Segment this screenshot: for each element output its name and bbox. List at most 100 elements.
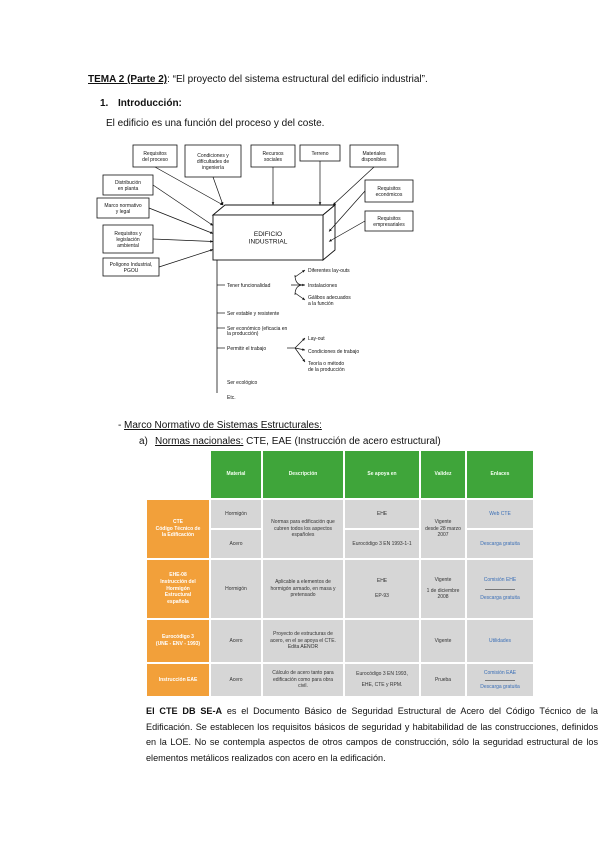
left-box-1-label: y legal <box>116 209 130 215</box>
title-text: : “El proyecto del sistema estructural d… <box>167 74 428 85</box>
link-comision-eae[interactable]: Comisión EAE <box>483 669 517 676</box>
norm-name-eae: Instrucción EAE <box>147 664 209 696</box>
left-box-2-label: legislación <box>116 237 140 243</box>
sub-label: Diferentes lay-outs <box>308 268 350 274</box>
top-box-2-label: Recursos <box>262 151 284 157</box>
top-box-4-label: Materiales <box>362 151 386 157</box>
paragraph-bold-lead: El CTE DB SE-A <box>146 706 223 716</box>
box-top-face <box>211 204 337 216</box>
diagram-arrow <box>294 347 306 363</box>
diagram-arrowhead <box>302 270 305 273</box>
left-box-2-label: ambiental <box>117 243 139 249</box>
diagram-arrowhead <box>220 202 223 205</box>
diagram-arrowhead <box>329 228 332 232</box>
diagram-arrow <box>152 238 214 242</box>
top-box-1-label: ingeniería <box>202 165 224 171</box>
diagram-arrowhead <box>329 239 332 242</box>
diagram-arrow <box>212 176 224 206</box>
diagram-arrowhead <box>302 297 305 300</box>
table-row: Eurocódigo 3(UNE - ENV - 1993) Acero Pro… <box>147 620 533 662</box>
edificio-industrial-label: INDUSTRIAL <box>249 239 288 246</box>
normas-rest: CTE, EAE (Instrucción de acero estructur… <box>243 436 441 447</box>
normas-label: Normas nacionales: <box>155 436 244 447</box>
diagram-arrow <box>158 249 214 268</box>
header-material: Material <box>211 451 261 498</box>
link-web-cte[interactable]: Web CTE <box>467 500 533 528</box>
header-descripcion: Descripción <box>263 451 343 498</box>
top-box-1-label: difícultades de <box>197 159 229 165</box>
branch-label: Ser económico (eficacia en <box>227 326 288 332</box>
left-box-2 <box>102 224 154 254</box>
header-se-apoya-en: Se apoya en <box>345 451 419 498</box>
left-box-0-label: en planta <box>118 186 139 192</box>
top-box-4-label: disponibles <box>361 157 387 163</box>
diagram-arrowhead <box>271 202 275 205</box>
diagram-arrow <box>328 190 366 232</box>
tema-label: TEMA 2 (Parte 2) <box>88 74 168 85</box>
left-box-3-label: PGOU <box>124 268 139 274</box>
sub-label: Condiciones de trabajo <box>308 349 359 355</box>
link-descarga-cte[interactable]: Descarga gratuita <box>467 530 533 558</box>
norm-name-eurocodigo: Eurocódigo 3(UNE - ENV - 1993) <box>147 620 209 662</box>
item-letter: a) <box>139 436 148 447</box>
diagram-arrowhead <box>302 348 305 351</box>
bullet-dash: - <box>118 420 122 431</box>
diagram-arrow <box>152 184 214 226</box>
diagram-arrowhead <box>302 359 305 362</box>
link-comision-ehe[interactable]: Comisión EHE <box>483 576 517 583</box>
diagram-arrowhead <box>333 202 336 205</box>
paragraph-body: es el Documento Básico de Seguridad Estr… <box>146 706 598 763</box>
branch-label: Tener funcionalidad <box>227 283 271 289</box>
normas-table: Material Descripción Se apoya en Validez… <box>145 449 535 698</box>
diagram-arrowhead <box>210 240 213 243</box>
header-validez: Validez <box>421 451 465 498</box>
branch-label: Permitir el trabajo <box>227 346 266 352</box>
edificio-industrial-box <box>212 214 324 261</box>
box-side-face <box>322 204 336 261</box>
header-enlaces: Enlaces <box>467 451 533 498</box>
link-descarga-eae[interactable]: Descarga gratuita <box>480 683 520 690</box>
branch-label: Ser ecológico <box>227 380 258 386</box>
branch-label: Etc. <box>227 395 236 401</box>
right-box-1-label: empresariales <box>373 222 405 228</box>
branch-label: la producción) <box>227 331 259 337</box>
top-box-0-label: Requisitos <box>143 151 167 157</box>
top-box-2-label: sociales <box>264 157 283 163</box>
diagram-arrowhead <box>210 249 213 252</box>
table-header-row: Material Descripción Se apoya en Validez… <box>147 451 533 498</box>
diagram-arrowhead <box>210 222 213 226</box>
top-box-3-label: Terreno <box>312 151 329 157</box>
left-box-0-label: Distribución <box>115 180 141 186</box>
top-box-1-label: Condiciones y <box>197 153 229 159</box>
diagram-arrow <box>154 166 224 206</box>
top-box-0-label: del proceso <box>142 157 168 163</box>
table-row: Acero Eurocódigo 3 EN 1993-1-1 Descarga … <box>147 530 533 558</box>
right-box-0-label: económicos <box>376 192 403 198</box>
link-utilidades[interactable]: Utilidades <box>467 620 533 662</box>
diagram-arrowhead <box>220 202 224 205</box>
branch-label: Ser estable y resistente <box>227 311 279 317</box>
diagram-arrow <box>328 220 366 242</box>
intro-label: Introducción: <box>118 98 182 109</box>
section-heading-intro: 1.Introducción: <box>100 98 182 109</box>
sub-label: Teoría o método <box>308 361 344 367</box>
diagram-arrowhead <box>210 231 213 234</box>
right-box-0-label: Requisitos <box>377 186 401 192</box>
normas-line: a) Normas nacionales: CTE, EAE (Instrucci… <box>139 436 441 447</box>
link-descarga-ehe[interactable]: Descarga gratuita <box>480 594 520 601</box>
left-box-1-label: Marco normativo <box>104 203 141 209</box>
intro-text: El edificio es una función del proceso y… <box>106 118 325 129</box>
diagram-arrow <box>148 207 214 234</box>
sub-label: Instalaciones <box>308 283 338 289</box>
marco-heading: Marco Normativo de Sistemas Estructurale… <box>124 420 322 431</box>
diagram-arrow <box>332 166 375 206</box>
left-box-3-label: Polígono Industrial, <box>110 262 153 268</box>
cte-db-se-a-paragraph: El CTE DB SE-A es el Documento Básico de… <box>146 704 598 766</box>
diagram-arrowhead <box>318 202 322 205</box>
diagram-arrowhead <box>302 283 305 287</box>
